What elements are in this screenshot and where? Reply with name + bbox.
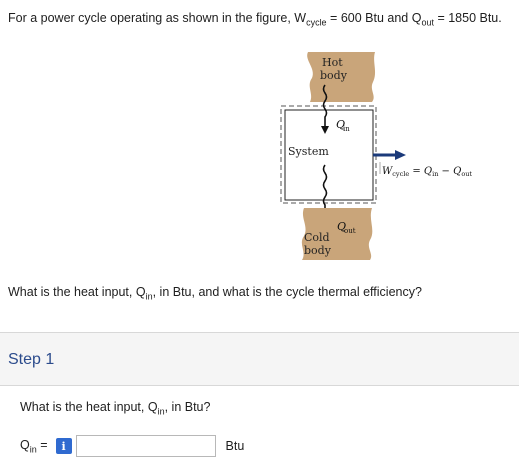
q-in-label: Q [336,118,345,131]
answer-label-q: Q [20,437,30,452]
answer-label: Qin = [20,438,48,455]
q-in-arrowhead [321,126,329,134]
answer-row: Qin = i Btu [20,433,244,459]
work-eq-w: Wcycle = Qin − Qout [382,166,472,178]
question-text-2: , in Btu, and what is the cycle thermal … [152,285,422,299]
q-out-sub: out [344,227,356,235]
info-icon[interactable]: i [55,438,72,454]
step-question-text-2: , in Btu? [164,400,211,414]
answer-label-eq: = [36,437,48,452]
system-label: System [288,145,329,158]
q-in-arrow [322,84,328,128]
question-subscript: in [145,291,153,302]
main-question: What is the heat input, Qin, in Btu, and… [8,285,422,302]
cold-body-shape [301,208,373,260]
cycle-diagram: Hot body Q in System Wcycle = Qin − Qout… [280,52,472,260]
unit-label: Btu [225,439,245,453]
heat-input-field[interactable] [75,435,216,457]
step-title: Step 1 [8,351,55,368]
answer-label-sub: in [29,444,37,455]
qout-subscript: out [421,17,434,28]
wcycle-subscript: cycle [306,17,327,28]
step-question-subscript: in [157,406,165,417]
cold-body-label-2: body [304,244,332,257]
cold-body-label: Cold [304,231,330,244]
hot-body-label: Hot [322,56,343,69]
step-question: What is the heat input, Qin, in Btu? [20,400,210,417]
step-header: Step 1 [0,332,519,386]
q-in-sub: in [343,125,350,133]
work-arrowhead [395,150,406,160]
problem-text-2: = 600 Btu and Q [326,11,422,25]
hot-body-label-2: body [320,69,348,82]
power-cycle-figure: Hot body Q in System Wcycle = Qin − Qout… [260,50,500,265]
problem-statement: For a power cycle operating as shown in … [8,10,502,31]
step-question-text: What is the heat input, Q [20,400,158,414]
q-out-label: Q [337,220,346,233]
question-text: What is the heat input, Q [8,285,146,299]
problem-text-3: = 1850 Btu. [433,11,502,25]
problem-text: For a power cycle operating as shown in … [8,11,307,25]
q-out-arrow [322,164,328,222]
